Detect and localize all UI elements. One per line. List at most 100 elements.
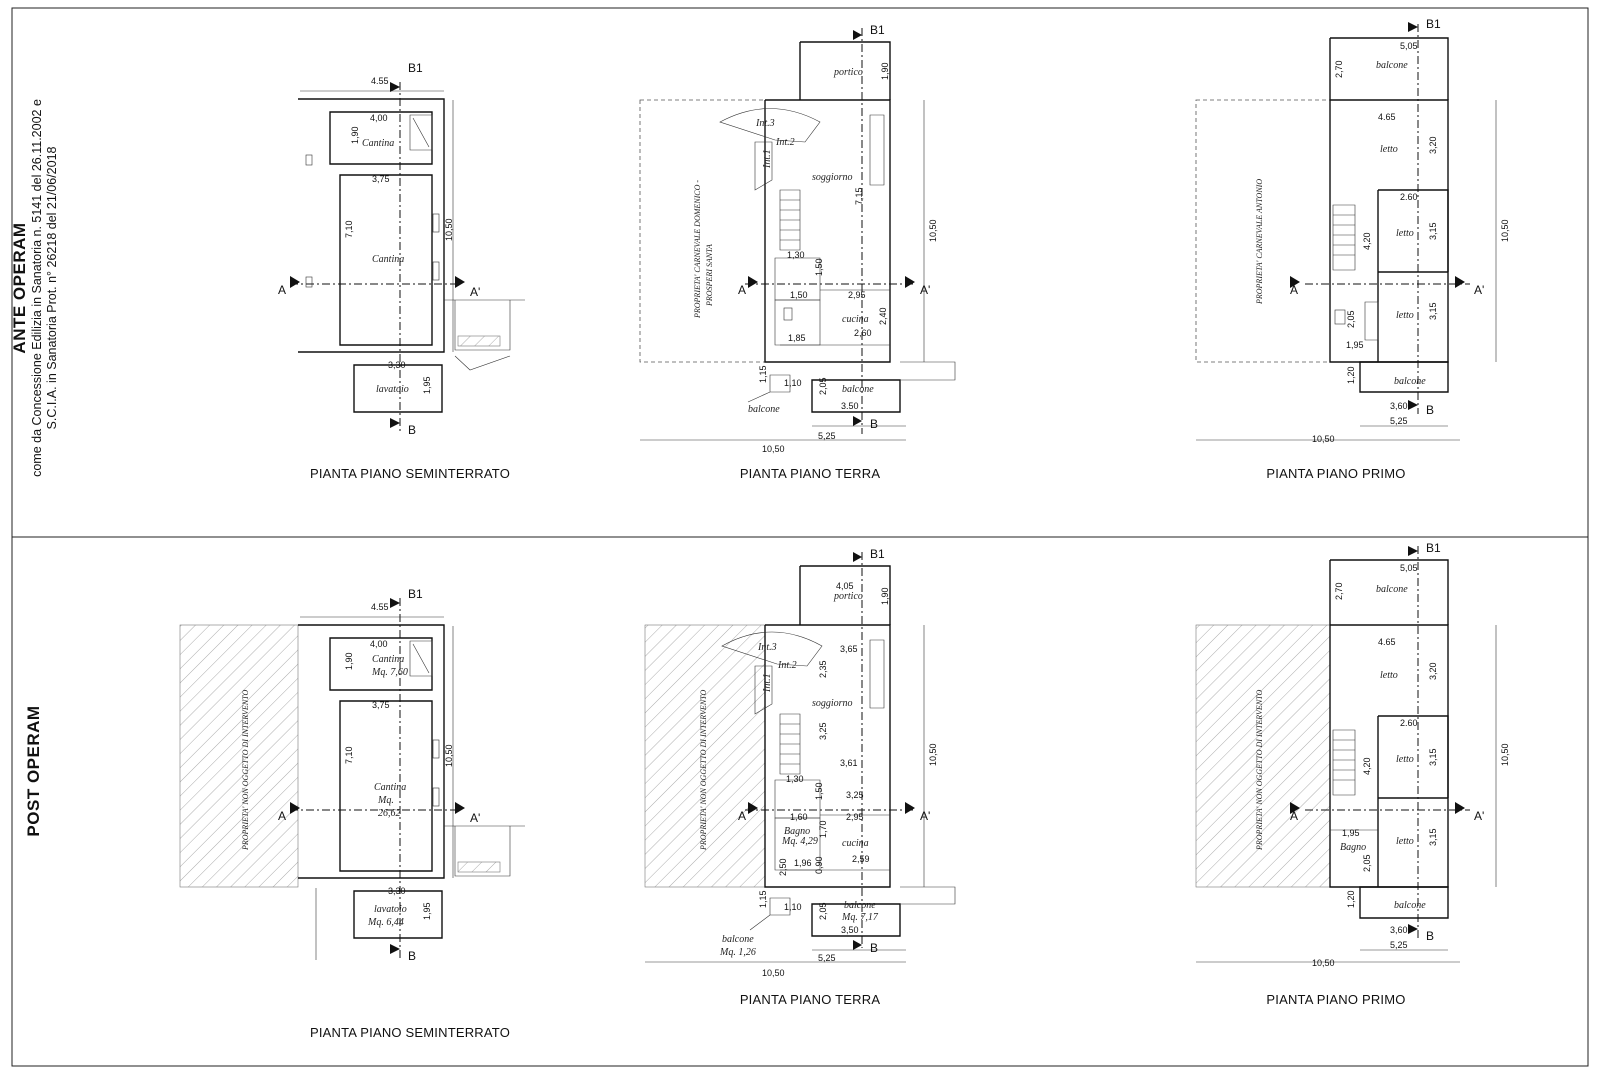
dim: 2,70 <box>1334 582 1344 600</box>
dim: 7,10 <box>344 746 354 764</box>
dim: 3,15 <box>1428 302 1438 320</box>
dim: 10,50 <box>444 744 454 767</box>
room-label: Mq. 4,29 <box>781 836 818 847</box>
post-seminterrato-dims: 4.55 4,00 1,90 3,75 7,10 10,50 3,30 1,95… <box>278 587 480 963</box>
dim: 4.55 <box>371 602 389 612</box>
dim: 1,50 <box>814 782 824 800</box>
dim: 7,15 <box>854 187 864 205</box>
dim: 1,20 <box>1346 366 1356 384</box>
room-label: letto <box>1380 670 1398 681</box>
dim: 1,30 <box>786 774 804 784</box>
room-label: balcone <box>722 934 754 945</box>
caption-ante-primo: PIANTA PIANO PRIMO <box>1266 466 1406 481</box>
dim: 10,50 <box>1500 743 1510 766</box>
room-label: Mq. 1,26 <box>719 947 756 958</box>
dim: 3.50 <box>841 401 859 411</box>
dim: 5,25 <box>818 953 836 963</box>
room-label: balcone <box>1394 900 1426 911</box>
room-label: balcone <box>1394 376 1426 387</box>
dim: 3,25 <box>818 722 828 740</box>
section-mark: B <box>1426 403 1434 417</box>
dim: 3,30 <box>388 886 406 896</box>
room-label: letto <box>1396 310 1414 321</box>
room-label: Bagno <box>1340 842 1366 853</box>
dim: 1,95 <box>1342 828 1360 838</box>
dim: 3,60 <box>1390 925 1408 935</box>
room-label: Int.3 <box>757 642 777 653</box>
dim: 2,05 <box>1362 854 1372 872</box>
dim: 3,65 <box>840 644 858 654</box>
room-label: letto <box>1396 836 1414 847</box>
section-mark: A <box>1290 283 1298 297</box>
dim: 1,85 <box>788 333 806 343</box>
dim: 1,90 <box>880 62 890 80</box>
dim: 3,15 <box>1428 222 1438 240</box>
section-mark: A' <box>920 809 930 823</box>
ante-seminterrato-dims: 4.55 4,00 1,90 3,75 7,10 10,50 3,30 1,95… <box>278 61 480 437</box>
ante-seminterrato-plan <box>290 82 525 434</box>
dim: 1,95 <box>422 902 432 920</box>
section-mark: A' <box>920 283 930 297</box>
dim: 2,05 <box>1346 310 1356 328</box>
dim: 2,95 <box>846 812 864 822</box>
section-mark: A' <box>1474 809 1484 823</box>
dim: 10,50 <box>1312 434 1335 444</box>
caption-post-terra: PIANTA PIANO TERRA <box>739 992 881 1007</box>
dim: 3,20 <box>1428 136 1438 154</box>
section-mark: B <box>870 417 878 431</box>
section-mark: B1 <box>870 547 885 561</box>
dim: 5,05 <box>1400 563 1418 573</box>
dim: 1,20 <box>1346 890 1356 908</box>
room-label: 26,62 <box>378 808 401 819</box>
dim: 4,20 <box>1362 232 1372 250</box>
room-label: balcone <box>1376 60 1408 71</box>
dim: 1,50 <box>814 258 824 276</box>
dim: 2.60 <box>1400 192 1418 202</box>
dim: 10,50 <box>762 444 785 454</box>
section-mark: A <box>278 283 286 297</box>
room-label: letto <box>1380 144 1398 155</box>
dim: 5,25 <box>818 431 836 441</box>
dim: 5,25 <box>1390 940 1408 950</box>
dim: 4.55 <box>371 76 389 86</box>
post-terra-plan: PROPRIETA' NON OGGETTO DI INTERVENTO <box>644 552 956 963</box>
dim: 10,50 <box>1500 219 1510 242</box>
room-label: Int.3 <box>755 118 775 129</box>
ante-primo-plan: PROPRIETA' CARNEVALE ANTONIO <box>1195 24 1497 441</box>
dim: 2,70 <box>1334 60 1344 78</box>
dim: 1,30 <box>787 250 805 260</box>
section-mark: B1 <box>1426 541 1441 555</box>
room-label: lavatoio <box>376 384 409 395</box>
dim: 2,35 <box>818 660 828 678</box>
section-mark: B <box>408 949 416 963</box>
room-label: Cantina <box>374 782 406 793</box>
room-label: Int.1 <box>762 673 773 693</box>
dim: 3,50 <box>841 925 859 935</box>
room-label: Cantina <box>372 654 404 665</box>
dim: 1,90 <box>344 652 354 670</box>
room-label: Int.1 <box>762 149 773 169</box>
room-label: Cantina <box>362 138 394 149</box>
room-label: balcone <box>842 384 874 395</box>
dim: 5,05 <box>1400 41 1418 51</box>
dim: 1,96 <box>794 858 812 868</box>
section-mark: B1 <box>408 61 423 75</box>
caption-ante-seminterrato: PIANTA PIANO SEMINTERRATO <box>309 466 511 481</box>
dim: 1,60 <box>790 812 808 822</box>
section-mark: B <box>408 423 416 437</box>
neighbor-label: PROPRIETA' CARNEVALE DOMENICO - <box>693 180 702 319</box>
dim: 2,05 <box>818 377 828 395</box>
room-label: Mq. <box>377 795 394 806</box>
dim: 2,60 <box>854 328 872 338</box>
dim: 10,50 <box>762 968 785 978</box>
caption-post-primo: PIANTA PIANO PRIMO <box>1266 992 1406 1007</box>
post-primo-dims: 5,05 2,70 4.65 3,20 2.60 3,15 4,20 10,50… <box>1290 541 1510 968</box>
caption-post-seminterrato: PIANTA PIANO SEMINTERRATO <box>309 1025 511 1040</box>
section-mark: B1 <box>408 587 423 601</box>
room-label: portico <box>833 67 863 78</box>
section-mark: B1 <box>870 23 885 37</box>
room-label: Cantina <box>372 254 404 265</box>
dim: 3,30 <box>388 360 406 370</box>
section-mark: A <box>1290 809 1298 823</box>
